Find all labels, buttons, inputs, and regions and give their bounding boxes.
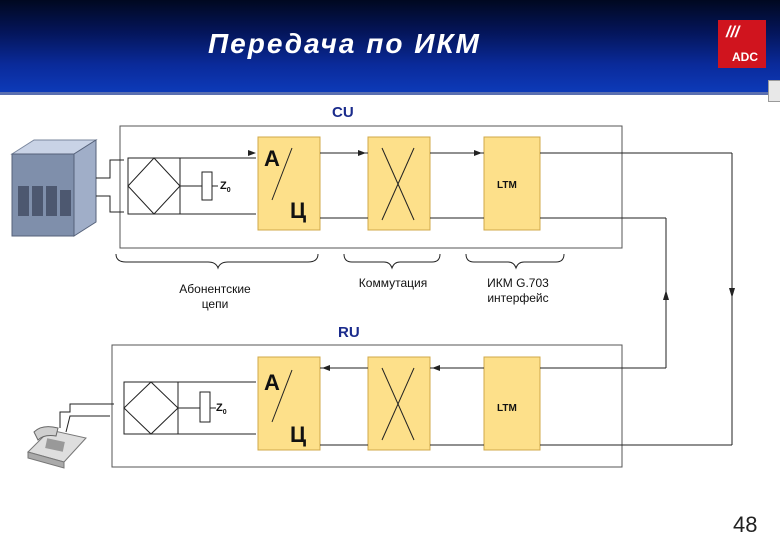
subscriber-label: Абонентские цепи	[179, 282, 251, 311]
ru-z0-box	[199, 391, 211, 423]
header-divider	[0, 92, 780, 95]
ru-adc-bottom-label: Ц	[290, 422, 307, 447]
cu-hybrid	[127, 157, 181, 215]
ru-label: RU	[338, 324, 360, 341]
ru-adc-block	[257, 356, 321, 451]
logo-slashes: ///	[726, 24, 740, 41]
brace-switching	[343, 253, 441, 270]
cu-z0-sub: 0	[226, 187, 231, 195]
cu-ltm-block	[483, 136, 541, 231]
cu-frame	[119, 125, 623, 249]
cu-switch-block	[367, 136, 431, 231]
ru-z0-letter: Z	[216, 402, 223, 414]
server-icon	[10, 139, 98, 237]
adc-logo: /// ADC	[718, 20, 766, 68]
ru-z0-label: Z0	[216, 402, 227, 416]
cu-z0-box	[201, 171, 213, 201]
cu-z0-letter: Z	[220, 180, 227, 192]
header-bar	[0, 0, 780, 92]
ru-z0-sub: 0	[222, 409, 227, 417]
cu-adc-bottom-label: Ц	[290, 198, 307, 223]
interface-label: ИКМ G.703 интерфейс	[487, 276, 549, 305]
phone-icon	[27, 426, 87, 469]
ru-hybrid	[123, 381, 179, 435]
scroll-marker	[768, 80, 780, 102]
cu-label: CU	[332, 104, 354, 121]
ru-adc-top-label: А	[264, 370, 280, 395]
cu-adc-top-label: А	[264, 146, 280, 171]
cu-z0-label: Z0	[220, 180, 231, 194]
logo-text: ADC	[732, 50, 758, 64]
page-number: 48	[733, 512, 758, 537]
brace-interface	[465, 253, 565, 270]
cu-wire-bottom	[96, 195, 124, 213]
ru-ltm-label: LTM	[497, 403, 517, 414]
ru-wire-top	[59, 403, 114, 428]
brace-subscriber	[115, 253, 319, 270]
ru-ltm-block	[483, 356, 541, 451]
cu-ltm-label: LTM	[497, 180, 517, 191]
switching-label: Коммутация	[358, 276, 428, 290]
page-title: Передача по ИКМ	[208, 28, 481, 59]
cu-wire-top	[96, 159, 124, 179]
cu-adc-block	[257, 136, 321, 231]
ru-frame	[111, 344, 623, 468]
ru-switch-block	[367, 356, 431, 451]
ru-wire-bottom	[65, 415, 110, 433]
